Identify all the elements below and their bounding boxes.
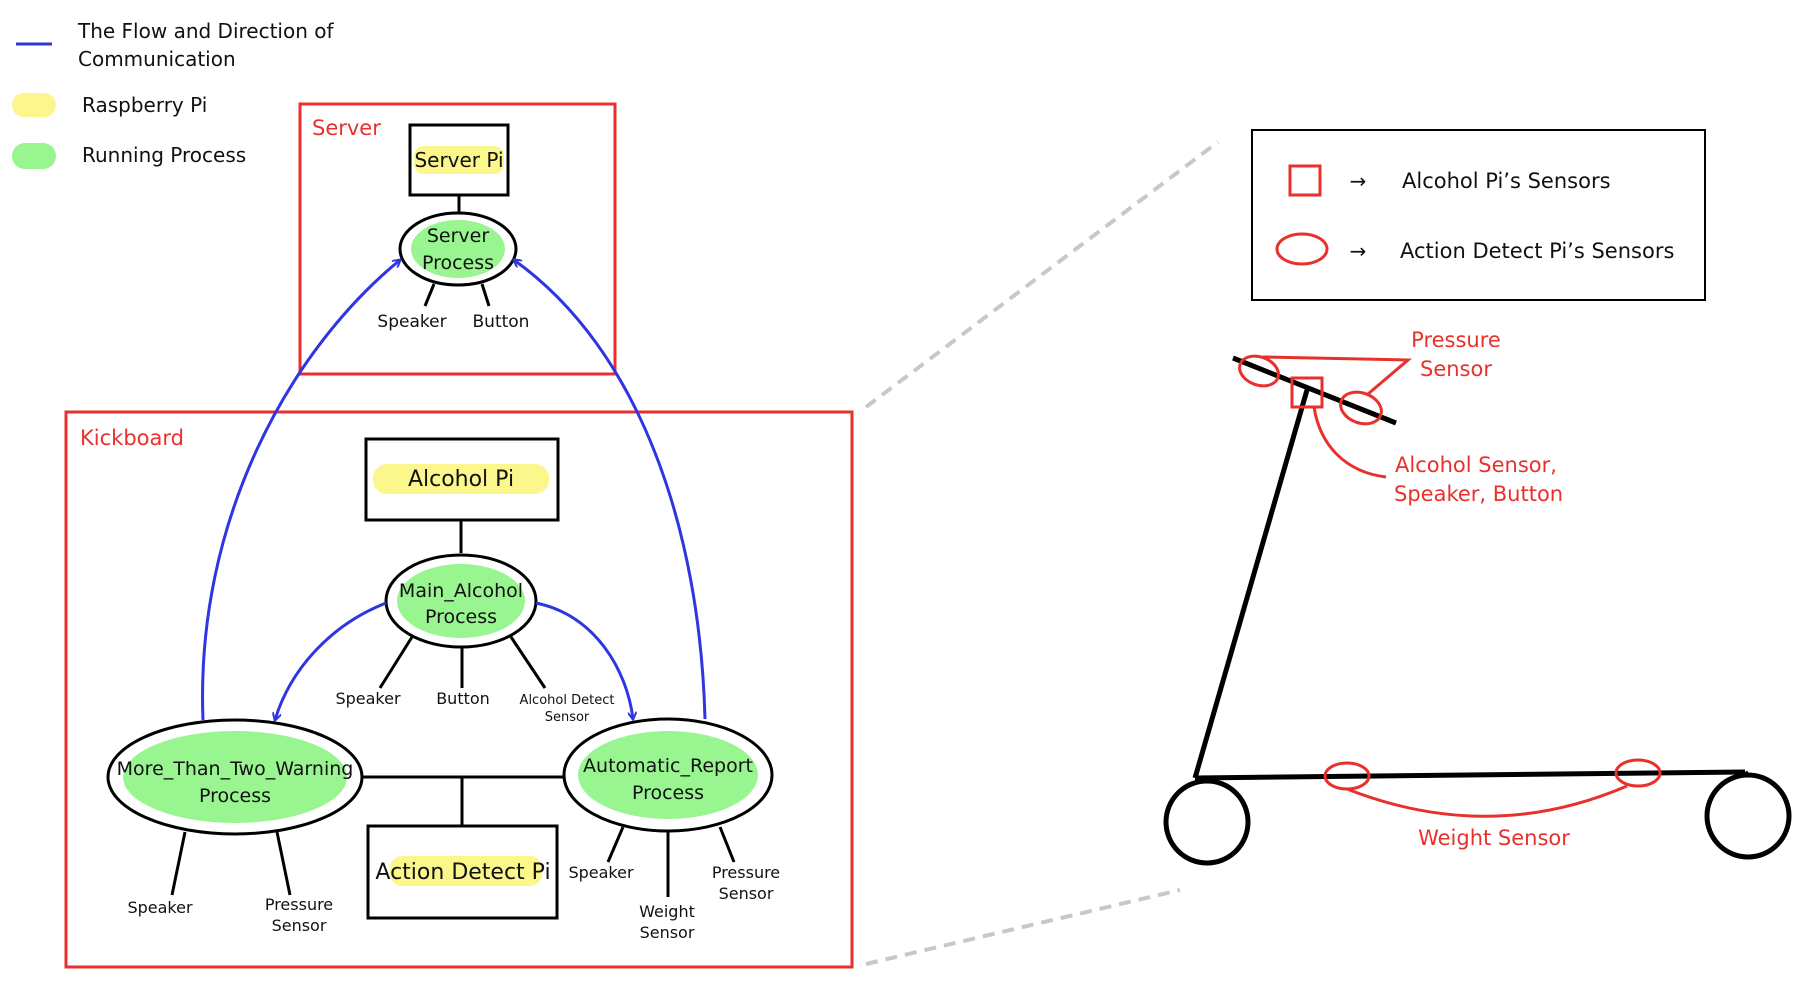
server-sensor-speaker: Speaker bbox=[377, 312, 446, 332]
server-pi-label: Server Pi bbox=[414, 148, 503, 172]
legend: The Flow and Direction of Communication … bbox=[12, 19, 334, 169]
alcohol-pi-highlight bbox=[373, 464, 549, 494]
report-speaker-connector bbox=[606, 826, 625, 863]
main-sensor-alcohol-1: Alcohol Detect bbox=[520, 693, 615, 708]
scooter-weight-label: Weight Sensor bbox=[1418, 826, 1570, 850]
report-sensor-pressure-2: Sensor bbox=[719, 884, 774, 903]
sensor-legend-arrow-1: → bbox=[1350, 169, 1367, 193]
sensor-legend-square-label: Alcohol Pi’s Sensors bbox=[1402, 169, 1611, 193]
action-pi-label: Action Detect Pi bbox=[375, 860, 550, 885]
sensor-legend: → Alcohol Pi’s Sensors → Action Detect P… bbox=[1251, 129, 1706, 301]
server-region-label: Server bbox=[312, 116, 381, 140]
main-sensor-button: Button bbox=[436, 689, 490, 708]
warning-process-label-2: Process bbox=[199, 785, 271, 807]
scooter-pressure-label-1: Pressure bbox=[1411, 328, 1501, 352]
report-process-highlight bbox=[578, 731, 758, 819]
alcohol-sensor-leader bbox=[1312, 406, 1387, 479]
pressure-sensor-right-icon bbox=[1339, 390, 1383, 426]
scooter-handlebar bbox=[1232, 355, 1397, 426]
scooter-pressure-label-2: Sensor bbox=[1420, 357, 1492, 381]
legend-raspberry-pi-swatch-icon bbox=[12, 93, 56, 117]
server-button-connector bbox=[480, 283, 491, 307]
sensor-legend-ellipse-label: Action Detect Pi’s Sensors bbox=[1400, 239, 1674, 263]
legend-flow-label-1: The Flow and Direction of bbox=[77, 19, 334, 43]
sensor-legend-ellipse-icon bbox=[1275, 232, 1329, 266]
main-speaker-connector bbox=[378, 636, 414, 689]
server-region: Server Server Pi Server Process Speaker … bbox=[298, 102, 617, 376]
kickboard-region-border bbox=[64, 410, 854, 969]
main-sensor-alcohol-2: Sensor bbox=[545, 710, 590, 725]
server-process-highlight bbox=[411, 220, 505, 278]
scooter-front-wheel bbox=[1163, 778, 1251, 866]
zoom-leader-lines bbox=[864, 140, 1220, 966]
sensor-legend-box bbox=[1251, 129, 1706, 301]
main-process-label-2: Process bbox=[425, 606, 497, 628]
action-pi-highlight bbox=[390, 856, 542, 886]
legend-flow-label-2: Communication bbox=[78, 47, 236, 71]
warning-sensor-pressure-1: Pressure bbox=[265, 895, 333, 914]
report-process-label-2: Process bbox=[632, 782, 704, 804]
report-process-label-1: Automatic_Report bbox=[583, 755, 753, 777]
scooter-deck bbox=[1194, 769, 1746, 781]
warning-pressure-connector bbox=[275, 831, 292, 896]
kickboard-region: Kickboard Alcohol Pi Main_Alcohol Proces… bbox=[64, 410, 854, 969]
report-sensor-weight-1: Weight bbox=[639, 902, 695, 921]
alcohol-pi-label: Alcohol Pi bbox=[408, 467, 514, 492]
report-sensor-speaker: Speaker bbox=[568, 863, 634, 882]
flow-arrow-main-to-report bbox=[535, 601, 633, 719]
communication-flow bbox=[201, 260, 707, 721]
flow-arrow-report-to-server bbox=[514, 260, 707, 720]
pressure-sensor-leader bbox=[1262, 355, 1412, 396]
sensor-legend-square-icon bbox=[1288, 164, 1322, 197]
server-pi-highlight bbox=[414, 146, 504, 174]
server-sensor-button: Button bbox=[473, 312, 530, 332]
warning-process-label-1: More_Than_Two_Warning bbox=[117, 758, 354, 780]
report-sensor-pressure-1: Pressure bbox=[712, 863, 780, 882]
server-process-label-2: Process bbox=[422, 252, 494, 274]
scooter-illustration: Pressure Sensor Alcohol Sensor, Speaker,… bbox=[1163, 328, 1792, 866]
weight-sensor-leader bbox=[1346, 784, 1628, 818]
sensor-legend-arrow-2: → bbox=[1350, 239, 1367, 263]
alcohol-sensor-square-icon bbox=[1290, 376, 1324, 409]
server-speaker-connector bbox=[423, 283, 436, 307]
server-process-label-1: Server bbox=[427, 225, 489, 247]
kickboard-region-label: Kickboard bbox=[80, 426, 184, 450]
main-process-label-1: Main_Alcohol bbox=[399, 580, 523, 602]
zoom-leader-top bbox=[864, 140, 1220, 409]
flow-arrow-warning-to-server bbox=[201, 260, 400, 721]
warning-speaker-connector bbox=[170, 831, 187, 896]
scooter-alcohol-label-1: Alcohol Sensor, bbox=[1395, 453, 1557, 477]
warning-process-highlight bbox=[123, 731, 347, 823]
flow-arrow-main-to-warning bbox=[275, 601, 387, 720]
server-region-border bbox=[298, 102, 617, 376]
report-pressure-connector bbox=[718, 826, 736, 863]
zoom-leader-bottom bbox=[865, 888, 1181, 966]
scooter-rear-wheel bbox=[1704, 772, 1792, 860]
main-alcohol-sensor-connector bbox=[509, 636, 547, 689]
report-sensor-weight-2: Sensor bbox=[640, 923, 695, 942]
main-alcohol-process-highlight bbox=[397, 564, 525, 638]
legend-running-process-swatch-icon bbox=[12, 143, 56, 169]
legend-running-process-label: Running Process bbox=[82, 143, 246, 167]
warning-sensor-speaker: Speaker bbox=[127, 898, 193, 917]
scooter-alcohol-label-2: Speaker, Button bbox=[1394, 482, 1563, 506]
main-sensor-speaker: Speaker bbox=[335, 689, 401, 708]
scooter-stem bbox=[1192, 389, 1310, 779]
weight-sensor-rear-icon bbox=[1614, 758, 1662, 788]
legend-raspberry-pi-label: Raspberry Pi bbox=[82, 93, 207, 117]
warning-sensor-pressure-2: Sensor bbox=[272, 916, 327, 935]
